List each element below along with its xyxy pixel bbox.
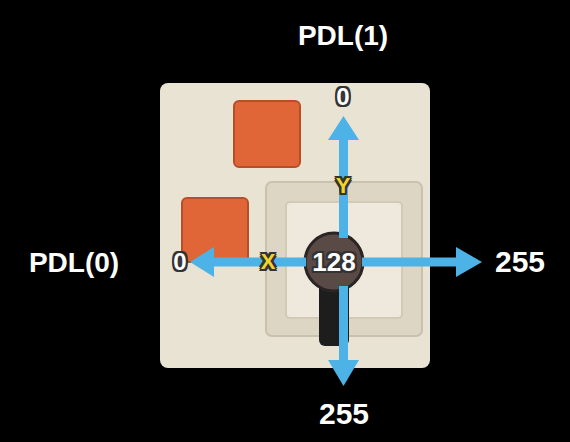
controller-body bbox=[160, 83, 430, 368]
center-value: 128 bbox=[312, 249, 355, 275]
axis-value: 255 bbox=[319, 399, 369, 429]
arrow-head bbox=[328, 360, 359, 386]
port-name: PDL(0) bbox=[29, 249, 119, 277]
axis-name: X bbox=[261, 251, 276, 273]
axis-value: 255 bbox=[495, 247, 545, 277]
joystick-knob bbox=[305, 233, 363, 291]
port-name: PDL(1) bbox=[298, 22, 388, 50]
arrow-head bbox=[456, 247, 482, 277]
axis-value: 0 bbox=[173, 250, 186, 274]
arrow-shaft bbox=[339, 286, 348, 362]
arrow-shaft bbox=[212, 258, 306, 267]
button bbox=[234, 101, 300, 167]
axis-name: Y bbox=[336, 175, 351, 197]
axis-value: 0 bbox=[336, 85, 349, 109]
arrow-head bbox=[328, 116, 359, 140]
arrow-shaft bbox=[362, 258, 458, 267]
button bbox=[182, 198, 248, 262]
axis-arrows bbox=[190, 116, 482, 386]
arrow-head bbox=[190, 247, 214, 277]
